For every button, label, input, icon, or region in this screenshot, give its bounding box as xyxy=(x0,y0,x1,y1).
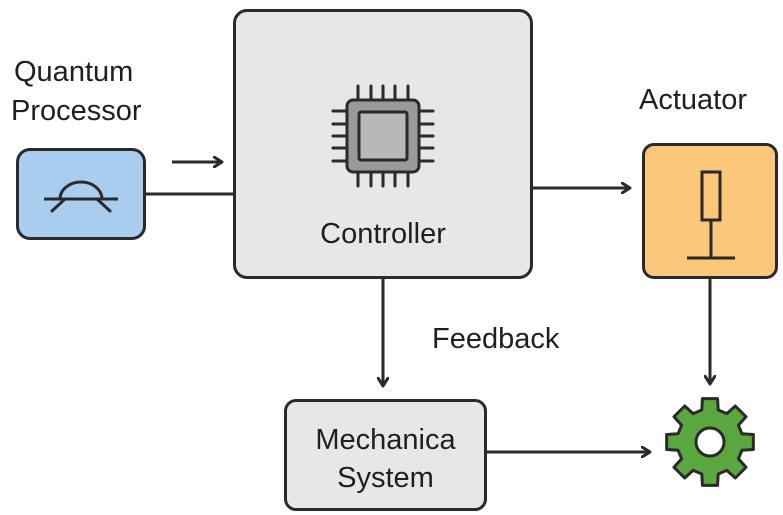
cpu-chip-icon xyxy=(331,84,435,188)
actuator-node xyxy=(642,143,778,279)
quantum-processor-node xyxy=(16,148,146,240)
mechanical-system-label-line2: System xyxy=(337,462,434,494)
controller-node: Controller xyxy=(233,9,533,279)
actuator-label: Actuator xyxy=(639,84,747,116)
actuator-piston-icon xyxy=(687,170,735,260)
mechanical-system-node: Mechanica System xyxy=(284,399,487,511)
feedback-label: Feedback xyxy=(432,323,560,355)
quantum-processor-label-line1: Quantum xyxy=(14,56,134,88)
gear-icon xyxy=(665,397,755,487)
controller-label: Controller xyxy=(320,218,446,250)
mechanical-system-label-line1: Mechanica xyxy=(315,424,456,456)
quantum-processor-label-line2: Processor xyxy=(11,95,142,127)
qubit-icon xyxy=(44,180,118,213)
